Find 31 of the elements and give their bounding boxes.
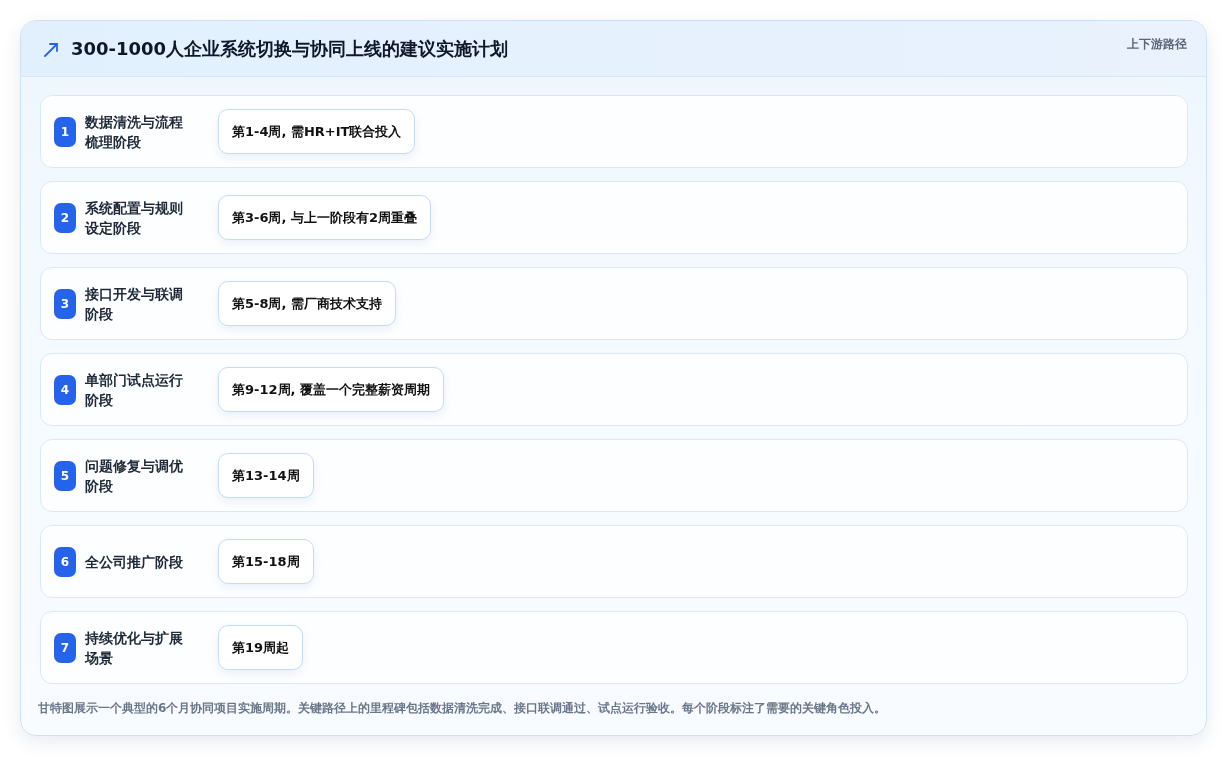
step-number: 3 <box>54 288 76 319</box>
step-number: 6 <box>54 546 76 577</box>
step-number: 4 <box>54 374 76 405</box>
step-number: 5 <box>54 460 76 491</box>
stage-name: 单部门试点运行阶段 <box>85 370 184 410</box>
stage-row <box>40 95 1188 168</box>
stage-row <box>40 611 1188 684</box>
week-range-tag: 第19周起 <box>218 625 304 670</box>
stage-row <box>40 181 1188 254</box>
stage-row <box>40 353 1188 426</box>
stage-row <box>40 439 1188 512</box>
step-number: 7 <box>54 632 76 663</box>
stage-row <box>40 525 1188 598</box>
stage-name: 问题修复与调优阶段 <box>85 456 184 496</box>
stage-name: 数据清洗与流程梳理阶段 <box>85 112 184 152</box>
week-range-tag: 第3-6周, 与上一阶段有2周重叠 <box>218 195 431 240</box>
week-range-tag: 第1-4周, 需HR+IT联合投入 <box>218 109 416 154</box>
stage-row <box>40 267 1188 340</box>
week-range-tag: 第13-14周 <box>218 453 314 498</box>
side-label: 上下游路径 <box>1127 36 1187 52</box>
stage-name: 系统配置与规则设定阶段 <box>85 198 184 238</box>
week-range-tag: 第5-8周, 需厂商技术支持 <box>218 281 396 326</box>
stage-name: 持续优化与扩展场景 <box>85 628 184 668</box>
caption-text: 甘特图展示一个典型的6个月协同项目实施周期。关键路径上的里程碑包括数据清洗完成、接口联调通过、试点运行验收。每个阶段标注了需要的关键角色投入。 <box>38 700 887 716</box>
chart-title: 300-1000人企业系统切换与协同上线的建议实施计划 <box>71 37 509 61</box>
stage-name: 接口开发与联调阶段 <box>85 284 184 324</box>
stage-name: 全公司推广阶段 <box>85 552 184 572</box>
step-number: 2 <box>54 202 76 233</box>
week-range-tag: 第9-12周, 覆盖一个完整薪资周期 <box>218 367 444 412</box>
step-number: 1 <box>54 116 76 147</box>
week-range-tag: 第15-18周 <box>218 539 314 584</box>
